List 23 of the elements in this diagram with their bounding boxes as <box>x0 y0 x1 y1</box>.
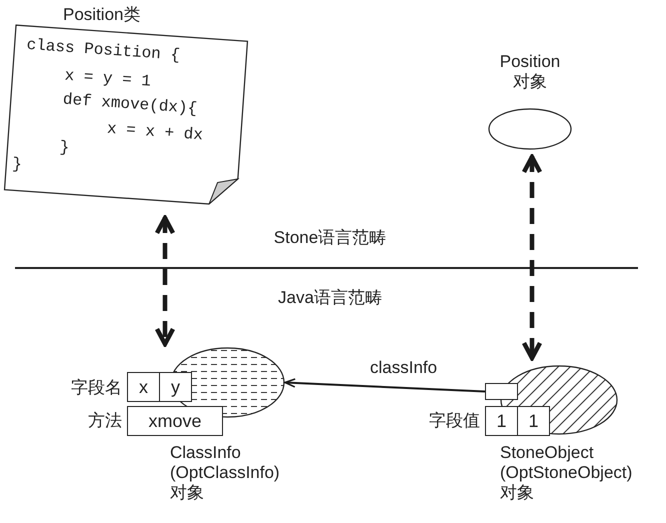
label: 字段名 <box>70 378 122 398</box>
code-line: x = x + dx <box>106 120 204 144</box>
arrow <box>522 154 542 360</box>
field-name-cell: y <box>159 372 192 402</box>
code-line: def xmove(dx){ <box>62 90 198 118</box>
field-name-cell: x <box>127 372 160 402</box>
heading: Position类 <box>63 5 140 25</box>
label: Java语言范畴 <box>277 288 383 308</box>
label: Stone语言范畴 <box>272 228 388 248</box>
node-label: ClassInfo (OptClassInfo) 对象 <box>170 443 281 503</box>
label: 字段值 <box>428 411 480 431</box>
arrow <box>284 378 486 392</box>
field-value-cell: 1 <box>485 406 518 436</box>
code-line: x = y = 1 <box>64 66 152 91</box>
node-label: StoneObject (OptStoneObject) 对象 <box>500 443 634 503</box>
pointer-box <box>485 383 518 400</box>
code-line: } <box>58 138 70 158</box>
label: 方法 <box>87 411 122 431</box>
node-label: Position 对象 <box>498 52 562 92</box>
code-line: class Position { <box>26 36 181 65</box>
method-cell: xmove <box>127 406 223 436</box>
code-line: } <box>12 155 23 174</box>
arrow <box>154 216 176 346</box>
